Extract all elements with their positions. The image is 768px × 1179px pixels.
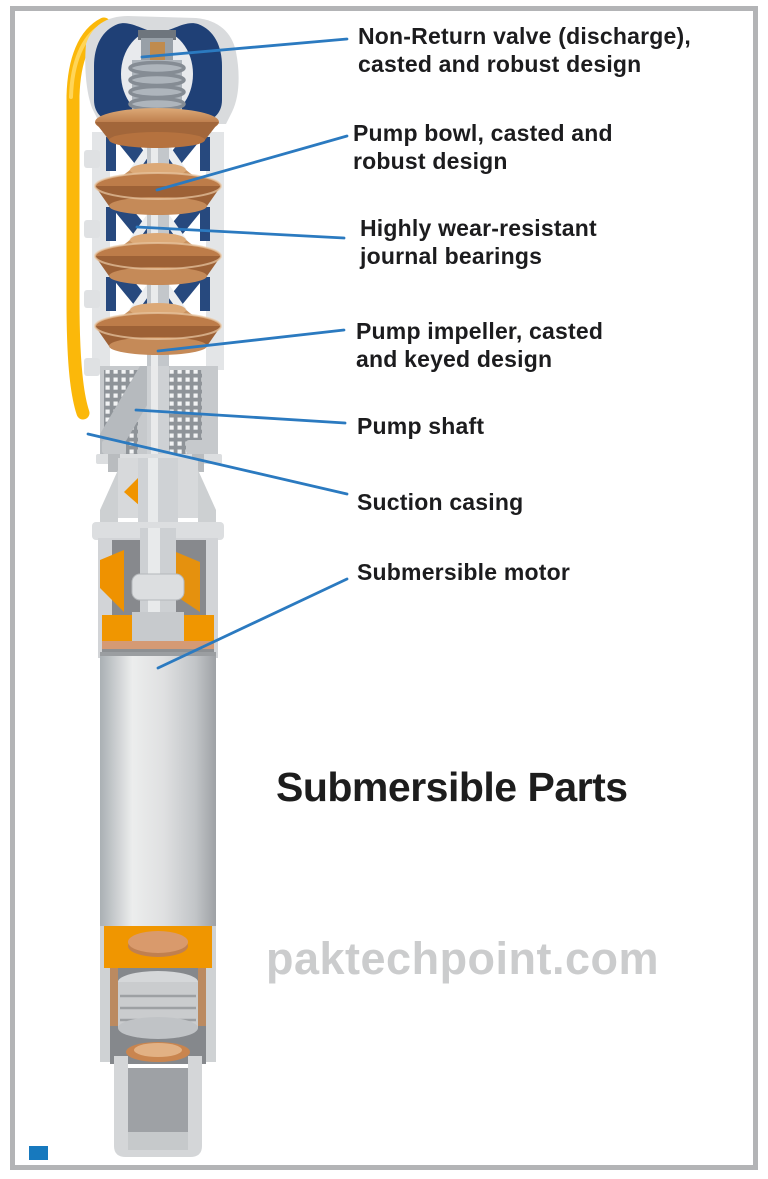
blue-square-marker (29, 1146, 48, 1160)
page-title: Submersible Parts (276, 764, 628, 810)
leader-line-pump-impeller (156, 328, 346, 353)
impeller-2 (94, 233, 222, 285)
watermark: paktechpoint.com (266, 933, 660, 984)
leader-line-non-return-valve (140, 37, 349, 59)
pump-bowl-stack (84, 108, 224, 550)
label-submersible-motor: Submersible motor (357, 559, 570, 585)
leader-line-pump-bowl (155, 134, 349, 192)
label-pump-bowl: Pump bowl, casted and robust design (353, 120, 613, 174)
label-pump-impeller: Pump impeller, casted and keyed design (356, 318, 604, 372)
label-non-return-valve: Non-Return valve (discharge), casted and… (358, 23, 691, 77)
label-journal-bearings: Highly wear-resistant journal bearings (360, 215, 597, 269)
bowl-disc (95, 108, 219, 148)
impeller-3 (94, 303, 222, 355)
submersible-motor-part (92, 522, 224, 1157)
leader-line-suction-casing (86, 432, 349, 496)
shaft-coupling (100, 440, 216, 542)
discharge-head (85, 16, 239, 124)
label-suction-casing: Suction casing (357, 489, 524, 515)
leader-line-journal-bearings (135, 225, 346, 240)
leader-line-pump-shaft (134, 408, 347, 425)
leader-line-submersible-motor (156, 577, 349, 670)
label-pump-shaft: Pump shaft (357, 413, 485, 439)
